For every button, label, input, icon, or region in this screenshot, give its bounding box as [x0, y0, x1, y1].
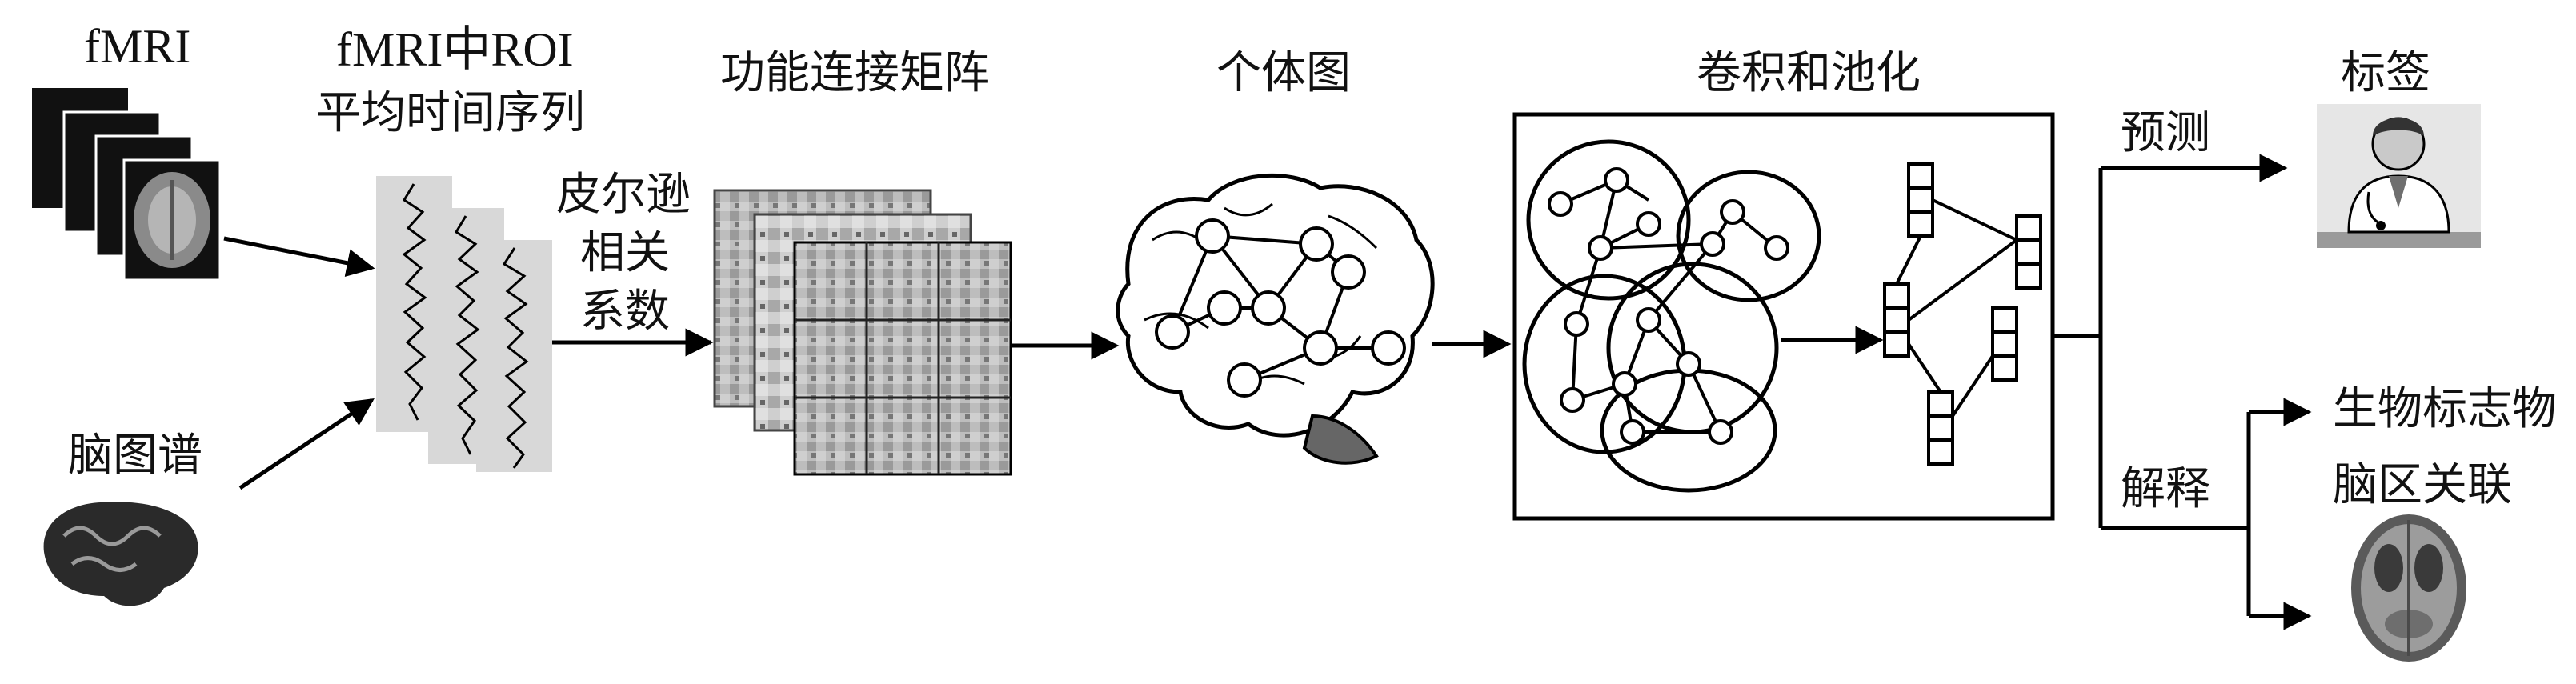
arrow-fmri-to-roi — [223, 236, 375, 277]
graph-node — [1303, 330, 1338, 366]
interpret-label: 解释 — [2121, 463, 2210, 515]
roi-title-line1: fMRI中ROI — [336, 23, 574, 76]
graph-node — [1155, 314, 1190, 350]
roi-series-2 — [454, 215, 480, 455]
atlas-label: 脑图谱 — [68, 430, 202, 482]
roi-timeseries-panel — [376, 176, 552, 472]
roi-title-line2: 平均时间序列 — [316, 87, 585, 139]
graph-node — [1227, 362, 1262, 398]
fmri-label: fMRI — [84, 20, 190, 73]
pearson-line2: 相关 — [580, 227, 670, 279]
graph-node — [1195, 218, 1230, 254]
brain-atlas-icon — [43, 502, 198, 606]
graph-node — [1331, 254, 1366, 290]
fmri-slices-icon — [32, 88, 222, 282]
fc-matrix-stack — [713, 189, 1012, 476]
graph-node — [1371, 330, 1406, 366]
arrow-atlas-to-roi — [238, 398, 375, 490]
roi-series-1 — [402, 183, 427, 421]
individual-graph-label: 个体图 — [1216, 47, 1351, 99]
brain-graph-icon — [1116, 173, 1435, 465]
output-branch-lines — [2053, 154, 2312, 630]
roi-series-3 — [502, 247, 529, 469]
biomarker-label: 生物标志物 — [2333, 383, 2557, 435]
conv-pool-panel — [1512, 112, 2055, 521]
conv-pool-label: 卷积和池化 — [1697, 47, 1921, 99]
predict-label: 预测 — [2121, 107, 2210, 159]
graph-node — [1299, 226, 1334, 262]
doctor-icon — [2317, 104, 2481, 248]
pearson-line3: 系数 — [580, 286, 670, 338]
label-title: 标签 — [2341, 47, 2430, 99]
fc-matrix-label: 功能连接矩阵 — [720, 47, 989, 99]
graph-node — [1251, 290, 1286, 326]
graph-node — [1207, 290, 1242, 326]
brain-region-assoc-label: 脑区关联 — [2333, 459, 2512, 511]
brain-axial-icon — [2351, 514, 2466, 662]
pearson-line1: 皮尔逊 — [556, 169, 691, 221]
